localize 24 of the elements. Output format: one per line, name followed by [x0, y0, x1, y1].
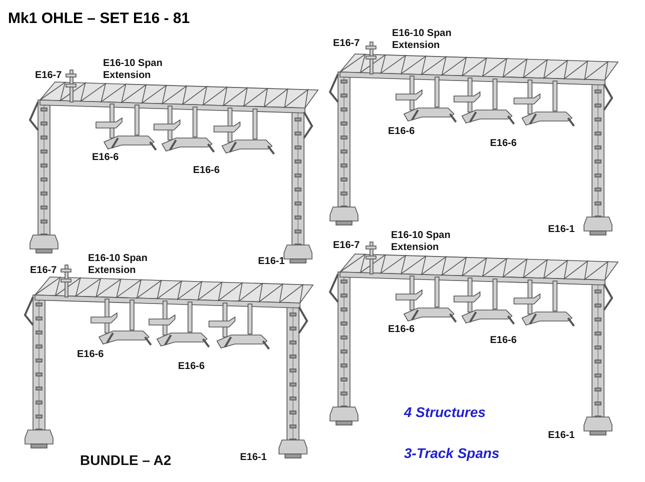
note-text: BUNDLE – A2: [80, 452, 172, 469]
part-number: E16-1: [548, 430, 575, 442]
part-number: E16-10 Span Extension: [391, 230, 452, 254]
part-number: E16-7: [333, 240, 360, 252]
part-number: E16-6: [388, 324, 415, 336]
part-number: E16-1: [258, 256, 285, 268]
title: Mk1 OHLE – SET E16 - 81: [8, 10, 190, 27]
part-number: E16-10 Span Extension: [392, 28, 452, 52]
part-number: E16-10 Span Extension: [88, 253, 148, 277]
part-number: E16-1: [240, 452, 267, 464]
part-number: E16-6: [77, 349, 104, 361]
part-number: E16-7: [35, 70, 62, 82]
part-number: E16-10 Span Extension: [103, 58, 164, 82]
part-number: E16-6: [178, 361, 205, 373]
part-number: E16-7: [30, 265, 57, 277]
part-number: E16-6: [490, 335, 517, 347]
note-text: 4 Structures: [404, 404, 486, 421]
part-number: E16-1: [548, 224, 575, 236]
part-number: E16-7: [333, 38, 360, 50]
part-number: E16-6: [388, 126, 415, 138]
part-number: E16-6: [92, 152, 119, 164]
part-number: E16-6: [193, 165, 220, 177]
note-text: 3-Track Spans: [404, 445, 500, 462]
part-number: E16-6: [490, 138, 517, 150]
